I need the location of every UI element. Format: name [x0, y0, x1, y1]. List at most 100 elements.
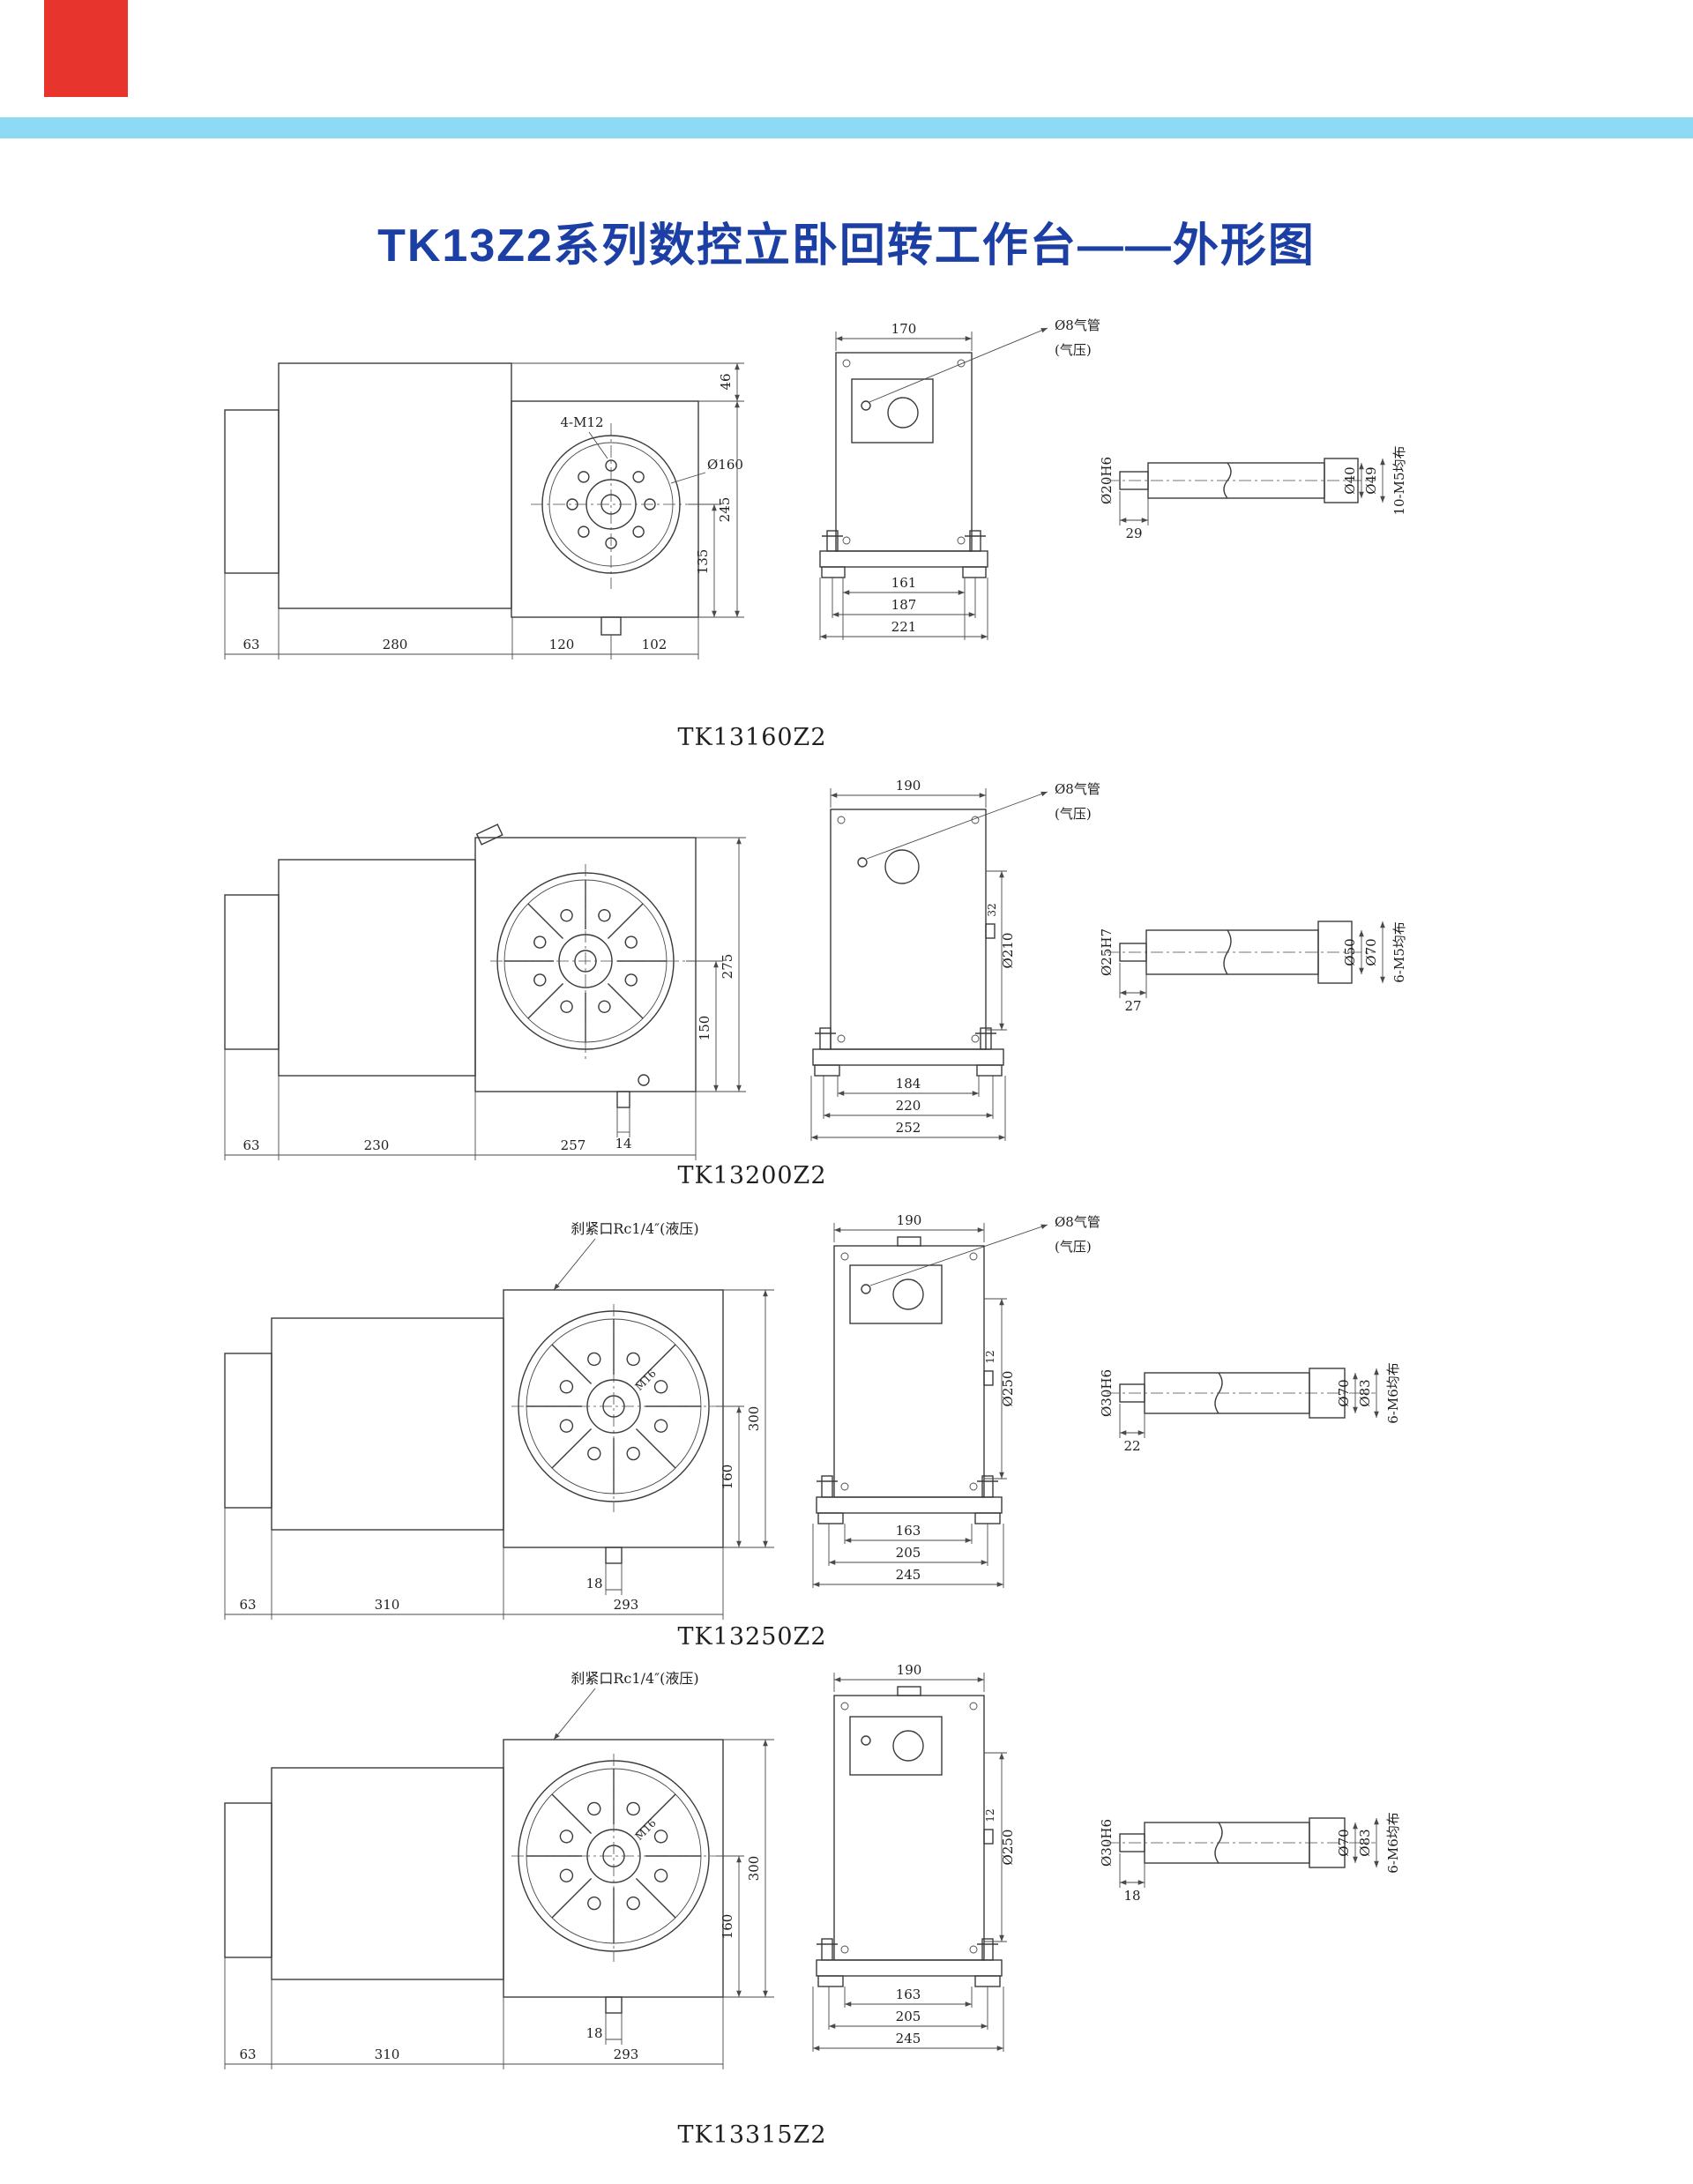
shaft-dia1-label: Ø25H7 [1099, 928, 1115, 976]
dim-b3: 293 [614, 1597, 639, 1613]
dim-w: 190 [896, 778, 921, 794]
dim-b3: 120 [549, 637, 575, 652]
shaft-len-label: 22 [1123, 1438, 1140, 1454]
dim-b2: 205 [896, 1545, 921, 1561]
shaft-dia3-label: Ø83 [1357, 1829, 1373, 1856]
dim-b3: 245 [896, 1567, 921, 1583]
dim-b1: 63 [239, 2046, 256, 2062]
drawing-tk13315z2: 刹紧口Rc1/4″(液压) M16 300 [224, 1662, 1401, 2149]
dim-b1: 163 [896, 1523, 921, 1539]
dim-b1: 63 [242, 637, 259, 652]
dim-b1: 63 [242, 1137, 259, 1153]
air-port-hole [857, 857, 868, 868]
front-dimensions: 190 12 Ø250 163 205 245 [812, 1212, 1016, 1588]
shaft-view: Ø20H6 29 Ø40 Ø49 10-M5均布 [1099, 445, 1407, 541]
shaft-bolts-label: 6-M6均布 [1385, 1362, 1401, 1424]
dim-b4: 102 [642, 637, 668, 652]
brake-port-annotation: 刹紧口Rc1/4″(液压) [553, 1670, 699, 1740]
dim-dia: Ø250 [1000, 1371, 1016, 1407]
air-pipe-annotation: Ø8气管 (气压) [869, 317, 1100, 403]
corner-red-mark [44, 0, 128, 97]
air-pressure-label: (气压) [1055, 806, 1092, 822]
front-outline [816, 1686, 1003, 1987]
dim-stub: 12 [984, 1808, 996, 1822]
dim-stub: 12 [984, 1350, 996, 1363]
dim-h2: 135 [695, 549, 711, 575]
dim-b1: 163 [896, 1986, 921, 2002]
side-outline [224, 1739, 724, 2014]
drawing-tk13250z2: 刹紧口Rc1/4″(液压) M16 300 [224, 1212, 1401, 1651]
dim-h1: 275 [720, 954, 735, 980]
front-outline [816, 1236, 1003, 1524]
side-dimensions: 300 160 18 63 310 293 [224, 1739, 774, 2069]
page-title: TK13Z2系列数控立卧回转工作台——外形图 [377, 220, 1316, 272]
dim-b1: 63 [239, 1597, 256, 1613]
side-dimensions: 300 160 18 63 310 293 [224, 1289, 774, 1620]
dim-b3: 252 [896, 1120, 921, 1136]
dim-b2: 230 [364, 1137, 390, 1153]
front-dimensions: 170 161 187 221 [819, 321, 988, 640]
model-label: TK13250Z2 [677, 1623, 826, 1651]
side-outline [224, 1289, 724, 1564]
front-dimensions: 190 32 Ø210 184 220 252 [810, 778, 1016, 1141]
dim-h1: 245 [717, 497, 733, 523]
side-outline [224, 362, 699, 636]
dim-h2: 150 [697, 1016, 712, 1041]
air-pipe-annotation: Ø8气管 (气压) [869, 1214, 1100, 1286]
dim-w: 190 [897, 1662, 922, 1678]
side-view: 275 150 14 63 230 257 [224, 824, 746, 1160]
dim-stub: 18 [585, 2025, 602, 2041]
shaft-dia3-label: Ø70 [1363, 938, 1379, 965]
dim-stub: 14 [615, 1136, 631, 1152]
air-pipe-label: Ø8气管 [1055, 781, 1100, 797]
shaft-view: Ø25H7 27 Ø50 Ø70 6-M5均布 [1099, 921, 1407, 1014]
dim-b3: 221 [891, 619, 917, 635]
dim-h2: 160 [720, 1465, 735, 1490]
front-dimensions: 190 12 Ø250 163 205 245 [812, 1662, 1016, 2052]
dim-b2: 310 [375, 2046, 400, 2062]
side-view: 4-M12 Ø160 46 245 135 63 280 120 102 [224, 362, 744, 660]
front-view: Ø8气管 (气压) 170 161 187 221 [819, 317, 1100, 640]
air-port-hole [861, 1284, 871, 1294]
front-view: Ø8气管 (气压) 190 32 Ø210 184 220 252 [810, 778, 1100, 1141]
shaft-bolts-label: 10-M5均布 [1391, 445, 1407, 515]
brake-port-label: 刹紧口Rc1/4″(液压) [571, 1220, 698, 1237]
dim-b2: 280 [383, 637, 408, 652]
dim-h1: 300 [746, 1856, 762, 1882]
shaft-dia1-label: Ø20H6 [1099, 457, 1115, 504]
drawing-tk13200z2: 275 150 14 63 230 257 Ø8气管 [224, 778, 1407, 1189]
dim-stub: 18 [585, 1576, 602, 1591]
dim-top: 46 [718, 373, 734, 390]
side-dimensions: 46 245 135 63 280 120 102 [224, 362, 744, 660]
shaft-len-label: 18 [1123, 1888, 1140, 1904]
front-outline [812, 809, 1004, 1077]
dim-b1: 161 [891, 575, 917, 591]
dim-b2: 220 [896, 1098, 921, 1114]
shaft-dia2-label: Ø70 [1336, 1379, 1352, 1406]
air-pressure-label: (气压) [1055, 1239, 1092, 1255]
shaft-dia3-label: Ø83 [1357, 1379, 1373, 1406]
drawing-tk13160z2: 4-M12 Ø160 46 245 135 63 280 120 102 [224, 317, 1407, 751]
shaft-dia2-label: Ø50 [1342, 938, 1358, 965]
faceplate: M16 [511, 1304, 716, 1512]
side-annotations: 4-M12 Ø160 [560, 414, 743, 484]
side-dimensions: 275 150 14 63 230 257 [224, 837, 746, 1160]
shaft-bolts-label: 6-M6均布 [1385, 1812, 1401, 1874]
air-port-hole [861, 400, 871, 411]
shaft-dia1-label: Ø30H6 [1099, 1819, 1115, 1867]
shaft-len-label: 27 [1124, 998, 1141, 1014]
dim-h1: 300 [746, 1406, 762, 1432]
dim-b1: 184 [896, 1076, 921, 1092]
model-label: TK13315Z2 [677, 2121, 826, 2149]
shaft-dia1-label: Ø30H6 [1099, 1369, 1115, 1417]
shaft-len-label: 29 [1125, 526, 1142, 541]
side-view: M16 300 160 18 63 310 293 [224, 1739, 774, 2069]
dim-b3: 293 [614, 2046, 639, 2062]
front-outline [819, 352, 988, 578]
shaft-dia2-label: Ø40 [1342, 466, 1358, 494]
faceplate: M16 [511, 1754, 716, 1962]
shaft-dia3-label: Ø49 [1363, 466, 1379, 494]
dim-b2: 187 [891, 597, 917, 613]
air-pipe-annotation: Ø8气管 (气压) [866, 781, 1100, 860]
